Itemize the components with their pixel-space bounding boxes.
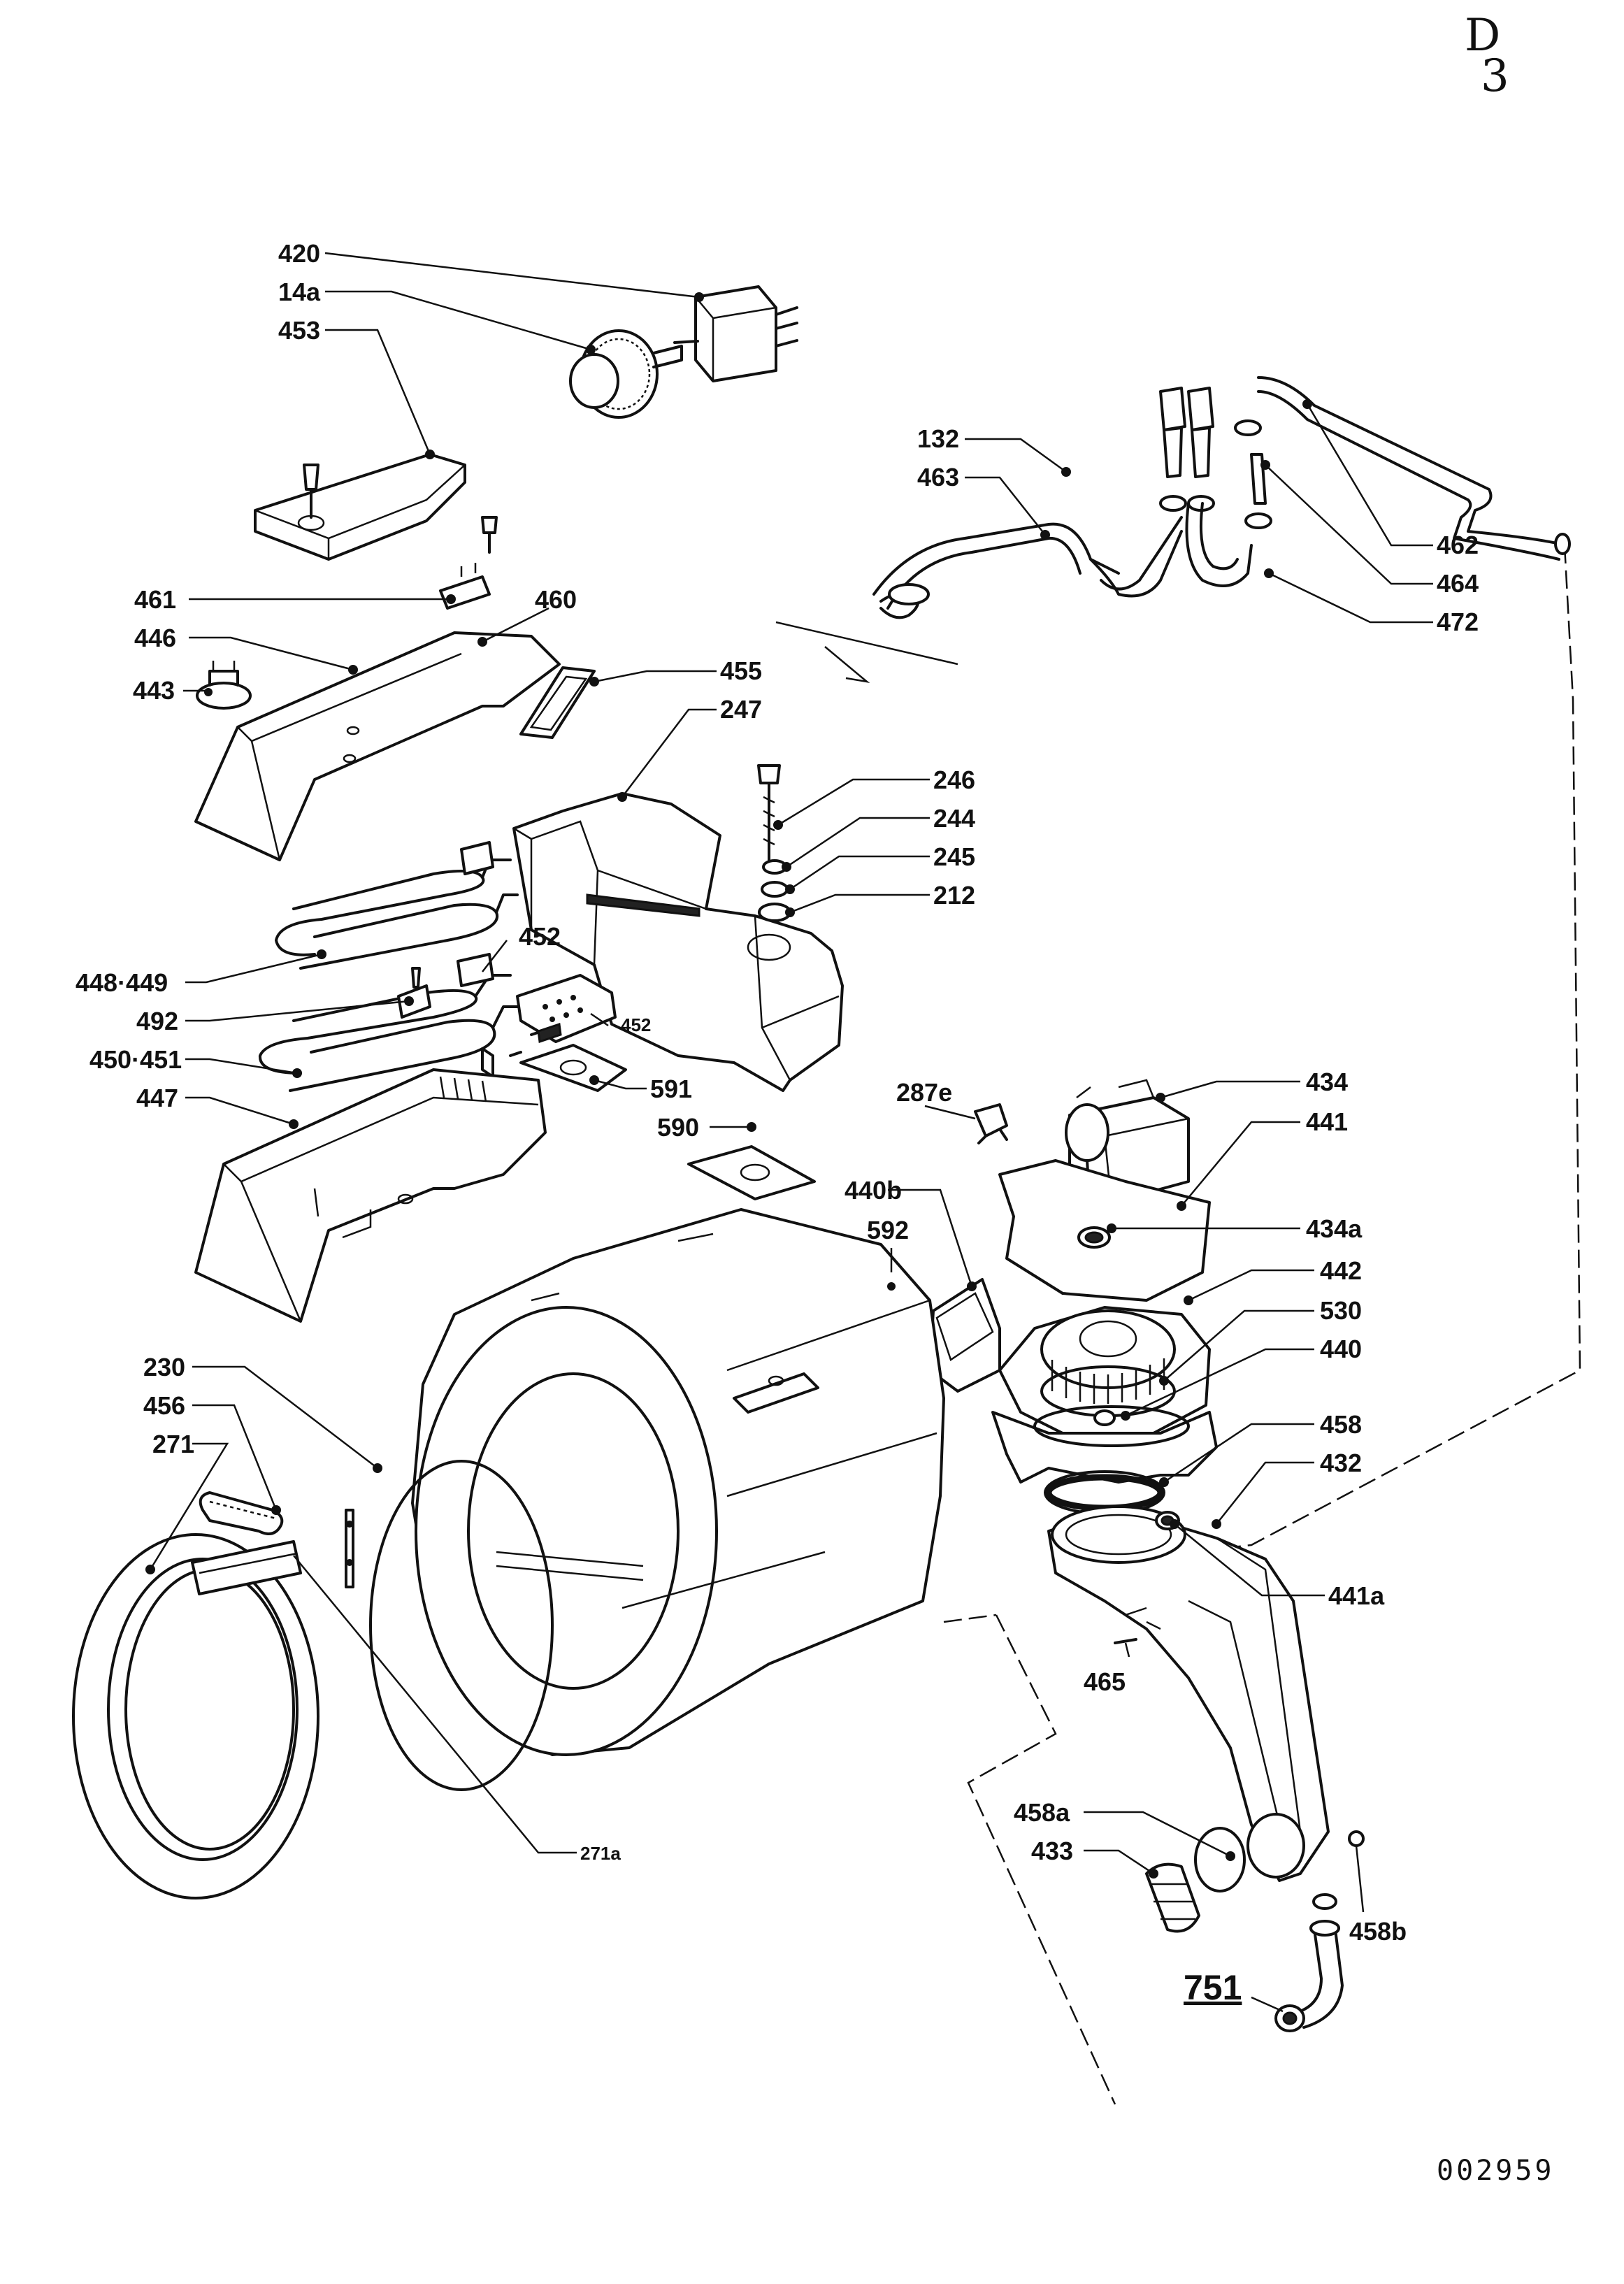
door-frame-271-drawing [72,1533,319,1899]
leader-lines [145,252,1433,2013]
callout-458a: 458a [1014,1798,1070,1827]
callout-244: 244 [933,804,975,833]
callout-463: 463 [917,463,959,491]
clamp-433-drawing [1145,1862,1200,1933]
clip-492-drawing [397,967,431,1019]
callout-247: 247 [720,695,762,724]
lower-cover-447-drawing [194,1068,547,1323]
air-duct-247-drawing [512,792,844,1092]
callout-452-bottom: 452 [621,1014,651,1035]
callout-440b: 440b [845,1176,902,1205]
assembly-dashed-line-right [1188,545,1581,1553]
fan-housing-plate-441-drawing [998,1159,1211,1302]
assembly-dashed-line-duct [967,1614,1116,2105]
heater-element-448-449-drawing [275,841,519,970]
callout-212: 212 [933,881,975,910]
callout-443: 443 [133,676,175,705]
callout-458: 458 [1320,1410,1362,1439]
motor-bracket-287e-drawing [974,1103,1008,1144]
callout-590: 590 [657,1113,699,1142]
corner-mark-top: D [1465,10,1500,62]
callout-455: 455 [720,656,762,685]
callout-440: 440 [1320,1335,1362,1363]
callout-591: 591 [650,1075,692,1103]
callout-246: 246 [933,766,975,794]
callout-230: 230 [143,1353,185,1381]
callout-448-449: 448·449 [76,968,168,997]
callout-456: 456 [143,1391,185,1420]
callout-592: 592 [867,1216,909,1244]
callout-450-451: 450·451 [89,1045,182,1074]
cabinet-edge-fragment-drawing [775,621,958,683]
gasket-590-drawing [687,1145,816,1200]
fan-impeller-530-drawing [998,1306,1211,1438]
screw-458b-drawing [1348,1830,1365,1847]
callout-434: 434 [1306,1068,1348,1096]
callout-472: 472 [1437,608,1479,636]
callout-453: 453 [278,316,320,345]
gasket-strip-456-drawing [199,1491,284,1535]
callout-420: 420 [278,239,320,268]
hose-assembly-drawing [872,376,1571,619]
callout-461: 461 [134,585,176,614]
bracket-452-drawing [516,974,617,1043]
callout-465: 465 [1084,1667,1126,1696]
callout-132: 132 [917,424,959,453]
callout-14a: 14a [278,278,321,306]
callout-462: 462 [1437,531,1479,559]
bolt-246-washers-drawing [757,764,791,922]
hose-751-drawing [1274,1893,1344,2032]
assembly-dashed-line-drum [943,1614,997,1623]
gasket-591-drawing [481,1023,627,1092]
grille-455-drawing [519,666,596,739]
corner-mark-bottom: 3 [1481,50,1509,102]
document-number: 002959 [1437,2155,1555,2187]
callout-442: 442 [1320,1256,1362,1285]
callout-452-top: 452 [519,922,561,951]
callout-441a: 441a [1328,1581,1385,1610]
callout-271: 271 [152,1430,194,1458]
callout-245: 245 [933,842,975,871]
callout-271a: 271a [580,1843,621,1864]
door-gasket-230-drawing [345,1460,554,1791]
cover-plate-453-drawing [254,453,498,561]
exhaust-duct-432-drawing [1047,1505,1330,1882]
thermostat-443-drawing [196,661,252,710]
callout-labels: 420 14a 453 461 460 446 443 455 247 246 … [76,239,1479,2007]
callout-492: 492 [136,1007,178,1035]
callout-530: 530 [1320,1296,1362,1325]
top-cover-446-drawing [194,563,561,861]
pin-465-drawing [1114,1638,1137,1644]
seal-458a-drawing [1194,1827,1246,1892]
control-knob-14a-drawing [569,329,683,419]
callout-446: 446 [134,624,176,652]
callout-460: 460 [535,585,577,614]
callout-432: 432 [1320,1449,1362,1477]
drum-drawing [411,1208,945,1756]
callout-434a: 434a [1306,1214,1363,1243]
callout-458b: 458b [1349,1917,1407,1946]
callout-441: 441 [1306,1107,1348,1136]
callout-751: 751 [1184,1968,1242,2007]
callout-433: 433 [1031,1837,1073,1865]
callout-464: 464 [1437,569,1479,598]
callout-287e: 287e [896,1078,952,1107]
selector-switch-420-drawing [673,285,798,382]
heater-element-450-451-drawing [258,953,519,1092]
callout-447: 447 [136,1084,178,1112]
